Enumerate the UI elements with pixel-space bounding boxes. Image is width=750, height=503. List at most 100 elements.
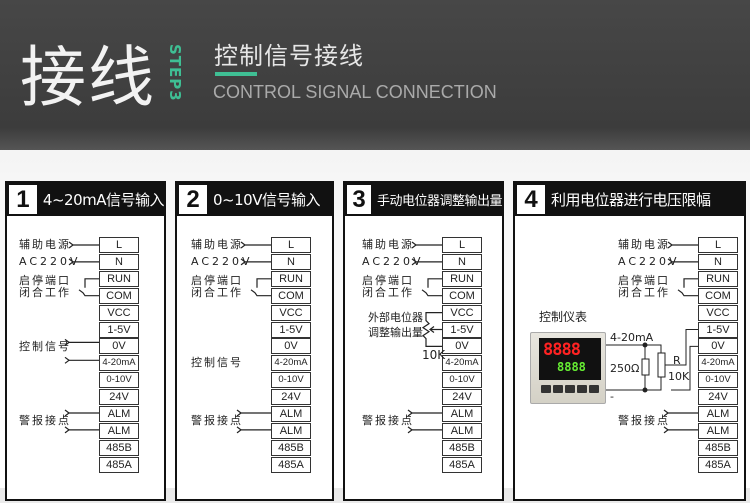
label-aux-power: 辅助电源 [19,238,71,251]
label-aux-power: 辅助电源 [618,238,670,251]
label-10k: 10K [668,370,690,383]
terminal-4-20ma: 4-20mA [99,355,139,372]
arrow-icon [64,356,70,364]
switch-icon [421,289,442,297]
label-4-20ma: 4-20mA [610,331,654,344]
terminal-com: COM [442,287,482,304]
wiring-diagram [236,241,271,434]
wiring-diagram [407,241,442,434]
terminal-24v: 24V [271,389,311,406]
switch-wire [84,278,99,288]
step-number: 4 [517,185,545,214]
label-start-stop-2: 闭合工作 [191,285,243,299]
terminal-l: L [271,237,311,253]
junction-dot [642,342,648,348]
terminal-485a: 485A [698,456,738,473]
switch-icon [78,289,99,297]
label-external-pot-1: 外部电位器 [368,310,423,324]
terminal-vcc: VCC [271,304,311,321]
terminal-1-5v: 1-5V [271,321,311,338]
terminal-n: N [442,253,482,270]
terminal-alm: ALM [442,406,482,422]
terminal-1-5v: 1-5V [99,321,139,338]
terminal-4-20ma: 4-20mA [442,355,482,372]
page-title: 控制信号接线 [214,42,364,70]
label-start-stop-1: 启停端口 [362,273,414,287]
terminal-4-20ma: 4-20mA [271,355,311,372]
label-ac220v: AC220V [191,254,253,268]
label-minus: - [610,390,616,403]
wire-0v [671,345,698,391]
terminal-alm: ALM [99,422,139,439]
label-10k: 10K [422,348,446,363]
wiring-diagram [606,241,698,434]
label-250-ohm: 250Ω [610,362,640,375]
arrow-icon [663,426,669,434]
terminal-485b: 485B [698,439,738,456]
wire-positive [606,344,662,353]
terminal-alm: ALM [99,406,139,422]
terminal-vcc: VCC [698,304,738,321]
switch-wire [256,278,271,288]
junction-dot [642,387,648,393]
panel-title: 手动电位器调整输出量 [376,194,503,209]
terminal-485b: 485B [442,439,482,456]
terminal-n: N [271,253,311,270]
panel-title: 0~10V信号输入 [213,191,320,209]
terminal-24v: 24V [442,389,482,406]
label-start-stop-2: 闭合工作 [362,285,414,299]
terminal-alm: ALM [271,406,311,422]
terminal-485b: 485B [271,439,311,456]
led-red-digits: 8888 [543,340,581,360]
resistor-250-icon [641,358,650,376]
terminal-4-20ma: 4-20mA [698,355,738,372]
terminal-run: RUN [99,270,139,287]
label-control-meter: 控制仪表 [539,310,588,324]
terminal-485b: 485B [99,439,139,456]
terminal-com: COM [99,287,139,304]
terminal-n: N [698,253,738,270]
terminal-485a: 485A [99,456,139,473]
meter-buttons [541,385,599,393]
potentiometer-icon [657,352,666,378]
meter-button [577,385,587,393]
terminal-0v: 0V [442,338,482,355]
terminal-24v: 24V [99,389,139,406]
label-alarm-contact: 警报接点 [362,414,414,427]
label-control-signal: 控制信号 [19,340,71,354]
label-external-pot-2: 调整输出量 [368,325,423,339]
terminal-485a: 485A [271,456,311,473]
terminal-0-10v: 0-10V [698,372,738,389]
step-label: STEP3 [166,44,184,102]
terminal-alm: ALM [698,406,738,422]
terminal-0v: 0V [698,338,738,355]
terminal-alm: ALM [271,422,311,439]
potentiometer-icon [421,312,442,347]
terminal-vcc: VCC [99,304,139,321]
led-green-digits: 8888 [557,360,586,374]
terminal-com: COM [271,287,311,304]
wire-negative [606,376,662,391]
step-number: 1 [9,185,37,214]
wire-wiper [665,329,698,366]
label-alarm-contact: 警报接点 [191,414,243,427]
terminal-0v: 0V [99,338,139,355]
label-start-stop-1: 启停端口 [618,273,670,287]
label-ac220v: AC220V [618,254,680,268]
label-start-stop-2: 闭合工作 [19,285,71,299]
terminal-0-10v: 0-10V [271,372,311,389]
meter-button [541,385,551,393]
label-alarm-contact: 警报接点 [19,414,71,427]
page-subtitle: CONTROL SIGNAL CONNECTION [213,82,497,102]
wiper-arrow-icon [429,326,435,333]
switch-icon [250,289,271,297]
label-ac220v: AC220V [19,254,81,268]
terminal-com: COM [698,287,738,304]
